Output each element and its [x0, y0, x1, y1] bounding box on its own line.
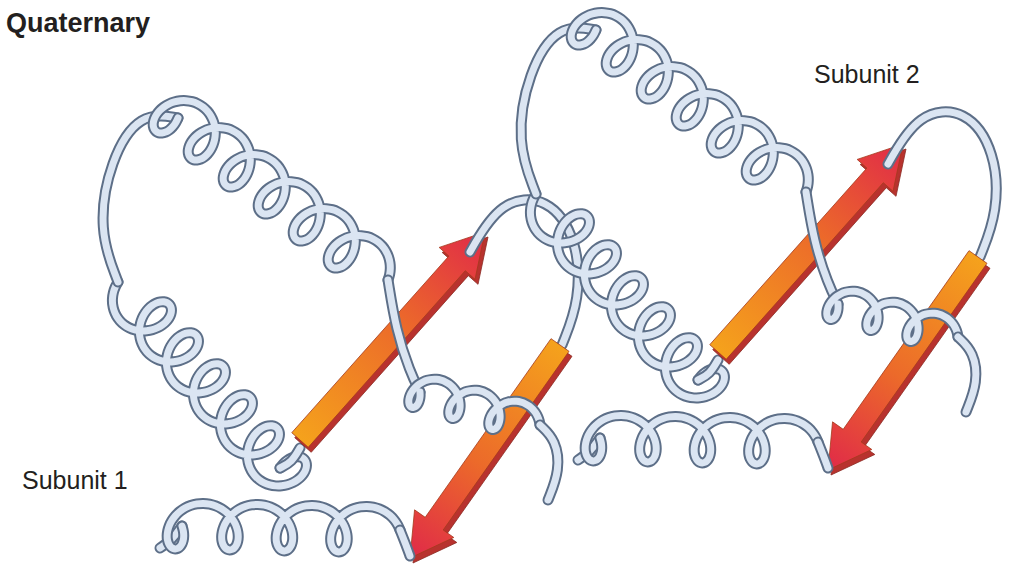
- alpha-helix-outline: [585, 415, 818, 463]
- loop-outline: [103, 116, 178, 282]
- loop: [806, 192, 838, 304]
- alpha-helix: [167, 503, 400, 551]
- loop-outline: [521, 28, 596, 194]
- loop-outline: [540, 425, 558, 500]
- loop-outline: [888, 112, 996, 257]
- loop-outline: [280, 448, 300, 468]
- loop: [388, 280, 420, 392]
- loop: [521, 28, 596, 194]
- loop-outline: [818, 442, 828, 468]
- alpha-helix: [530, 194, 724, 398]
- protein-subunit: [103, 101, 578, 563]
- alpha-helix: [409, 379, 540, 429]
- alpha-helix-outline: [167, 503, 400, 551]
- subunit-label: Subunit 2: [814, 60, 920, 89]
- alpha-helix: [571, 13, 808, 192]
- alpha-helix: [585, 415, 818, 463]
- loop-outline: [806, 192, 838, 304]
- loop: [280, 448, 300, 468]
- loop: [400, 530, 410, 556]
- alpha-helix-outline: [409, 379, 540, 429]
- loop: [103, 116, 178, 282]
- alpha-helix-outline: [112, 282, 306, 486]
- beta-strand: [828, 251, 987, 470]
- alpha-helix: [153, 101, 390, 280]
- alpha-helix-outline: [827, 291, 958, 341]
- beta-strand: [410, 339, 569, 558]
- loop-outline: [698, 360, 718, 380]
- loop-outline: [400, 530, 410, 556]
- loop: [958, 337, 976, 412]
- loop: [698, 360, 718, 380]
- protein-subunit: [521, 13, 996, 475]
- loop: [540, 425, 558, 500]
- subunit-label: Subunit 1: [22, 466, 128, 495]
- loop: [888, 112, 996, 257]
- alpha-helix-outline: [530, 194, 724, 398]
- alpha-helix-outline: [153, 101, 390, 280]
- figure-title: Quaternary: [6, 8, 150, 39]
- alpha-helix: [112, 282, 306, 486]
- loop: [818, 442, 828, 468]
- loop-outline: [388, 280, 420, 392]
- alpha-helix: [827, 291, 958, 341]
- alpha-helix-outline: [571, 13, 808, 192]
- loop-outline: [958, 337, 976, 412]
